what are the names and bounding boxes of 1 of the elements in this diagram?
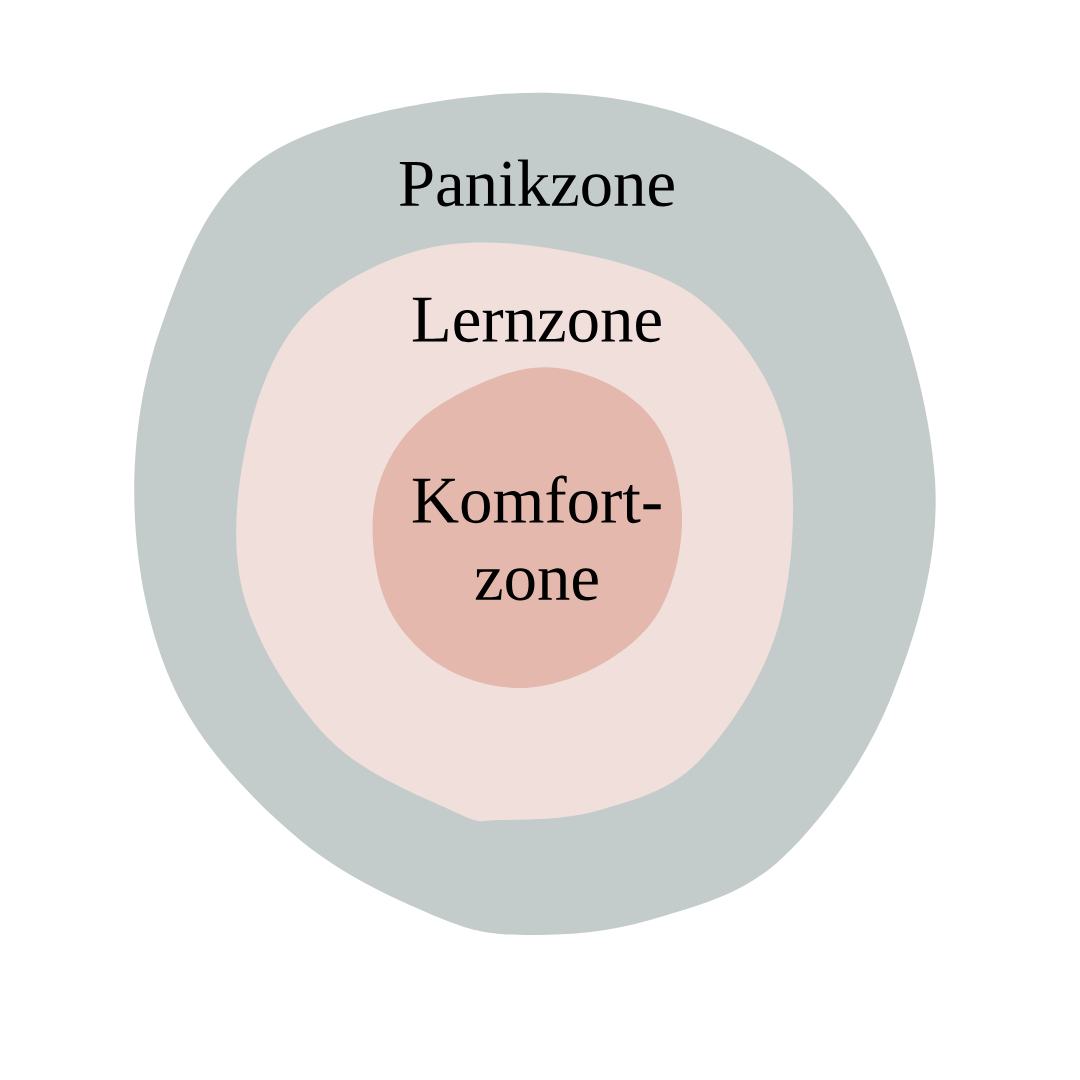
zone-blob: Komfort- zone xyxy=(372,367,682,688)
